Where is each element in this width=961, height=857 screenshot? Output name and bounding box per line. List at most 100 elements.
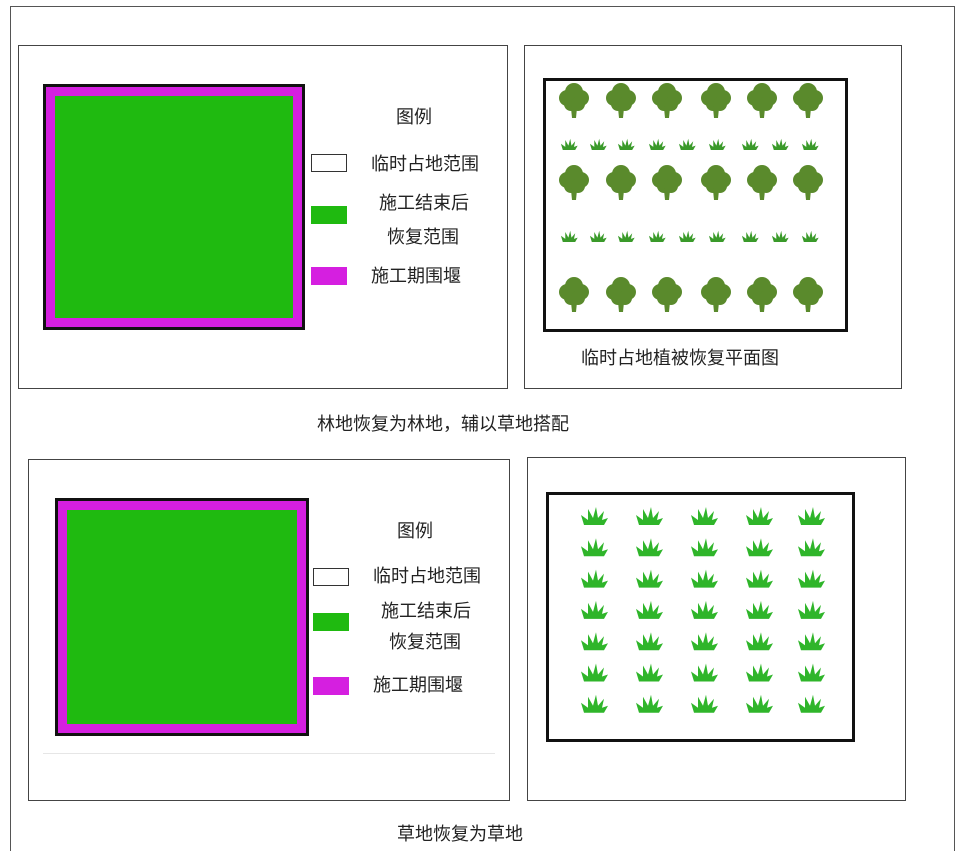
grass-icon xyxy=(678,138,696,150)
tree-icon xyxy=(793,165,823,200)
grass-icon xyxy=(560,230,578,242)
tree-icon xyxy=(652,83,682,118)
legend-label-restore-1: 施工结束后 xyxy=(379,193,469,214)
planting-panel-1: 临时占地植被恢复平面图 xyxy=(524,45,902,389)
legend-title: 图例 xyxy=(397,521,433,542)
grass-icon xyxy=(771,138,789,150)
legend-label-restore-1: 施工结束后 xyxy=(381,601,471,622)
tree-grass-layout xyxy=(559,83,823,312)
legend-label-cofferdam: 施工期围堰 xyxy=(371,266,461,287)
grass-icon xyxy=(746,569,773,588)
legend-title: 图例 xyxy=(396,107,432,128)
tree-icon xyxy=(747,165,777,200)
grass-icon xyxy=(581,694,608,713)
grass-icon xyxy=(636,632,663,651)
tree-icon xyxy=(652,277,682,312)
grass-icon xyxy=(636,538,663,557)
grass-icon xyxy=(617,138,635,150)
grass-icon xyxy=(691,538,718,557)
tree-icon xyxy=(793,83,823,118)
grass-icon xyxy=(617,230,635,242)
legend-panel-2: 图例 临时占地范围 施工结束后 恢复范围 施工期围堰 xyxy=(28,459,510,801)
grass-layout xyxy=(581,507,825,713)
grass-icon xyxy=(708,138,726,150)
grass-icon xyxy=(581,663,608,682)
grass-icon xyxy=(798,538,825,557)
site-plan-2 xyxy=(55,498,309,736)
site-plan-1 xyxy=(43,84,305,330)
legend-swatch-temporary xyxy=(313,568,349,586)
grass-icon xyxy=(581,569,608,588)
legend-label-temporary: 临时占地范围 xyxy=(371,154,479,175)
legend-swatch-cofferdam xyxy=(313,677,349,695)
grass-icon xyxy=(581,632,608,651)
grass-icon xyxy=(798,569,825,588)
restoration-area-1 xyxy=(55,96,293,318)
tree-icon xyxy=(606,83,636,118)
grass-icon xyxy=(746,507,773,525)
grass-icon xyxy=(798,507,825,525)
legend-swatch-cofferdam xyxy=(311,267,347,285)
legend-label-temporary: 临时占地范围 xyxy=(373,566,481,587)
grass-icon xyxy=(636,663,663,682)
grass-icon xyxy=(581,538,608,557)
tree-icon xyxy=(701,277,731,312)
grass-icon xyxy=(648,230,666,242)
tree-icon xyxy=(606,165,636,200)
grass-icon xyxy=(746,600,773,619)
tree-icon xyxy=(793,277,823,312)
grass-icon xyxy=(798,663,825,682)
grass-icon xyxy=(691,569,718,588)
grass-icon xyxy=(741,230,759,242)
grass-icon xyxy=(636,507,663,525)
grass-icon xyxy=(691,507,718,525)
grass-icon xyxy=(798,632,825,651)
legend-label-restore-2: 恢复范围 xyxy=(389,632,461,653)
grass-icon xyxy=(746,694,773,713)
grass-icon xyxy=(741,138,759,150)
tree-icon xyxy=(559,277,589,312)
grass-icon xyxy=(801,138,819,150)
planting-plan-caption: 临时占地植被恢复平面图 xyxy=(581,348,779,369)
grass-icon xyxy=(691,600,718,619)
section2-caption: 草地恢复为草地 xyxy=(397,824,523,845)
section1-caption: 林地恢复为林地，辅以草地搭配 xyxy=(317,414,569,435)
grass-icon xyxy=(691,632,718,651)
legend-swatch-temporary xyxy=(311,154,347,172)
tree-icon xyxy=(606,277,636,312)
grass-icon xyxy=(589,138,607,150)
planting-plan-2 xyxy=(546,492,855,742)
grass-icon xyxy=(589,230,607,242)
grass-icon xyxy=(708,230,726,242)
grass-icon xyxy=(746,538,773,557)
grass-icon xyxy=(798,600,825,619)
restoration-area-2 xyxy=(67,510,297,724)
grass-icon xyxy=(678,230,696,242)
planting-plan-1 xyxy=(543,78,848,332)
grass-icon xyxy=(746,663,773,682)
grass-icon xyxy=(581,507,608,525)
legend-swatch-restore xyxy=(313,613,349,631)
tree-icon xyxy=(701,83,731,118)
tree-icon xyxy=(652,165,682,200)
tree-icon xyxy=(747,277,777,312)
legend-label-cofferdam: 施工期围堰 xyxy=(373,675,463,696)
tree-icon xyxy=(559,83,589,118)
grass-icon xyxy=(560,138,578,150)
grass-icon xyxy=(636,600,663,619)
grass-icon xyxy=(636,694,663,713)
grass-icon xyxy=(648,138,666,150)
page-frame xyxy=(10,6,955,851)
grass-icon xyxy=(801,230,819,242)
grass-icon xyxy=(581,600,608,619)
legend-label-restore-2: 恢复范围 xyxy=(387,227,459,248)
tree-icon xyxy=(559,165,589,200)
tree-icon xyxy=(747,83,777,118)
grass-icon xyxy=(691,694,718,713)
grass-icon xyxy=(691,663,718,682)
planting-panel-2 xyxy=(527,457,906,801)
legend-panel-1: 图例 临时占地范围 施工结束后 恢复范围 施工期围堰 xyxy=(18,45,508,389)
grass-icon xyxy=(636,569,663,588)
divider-line xyxy=(43,753,495,754)
tree-icon xyxy=(701,165,731,200)
